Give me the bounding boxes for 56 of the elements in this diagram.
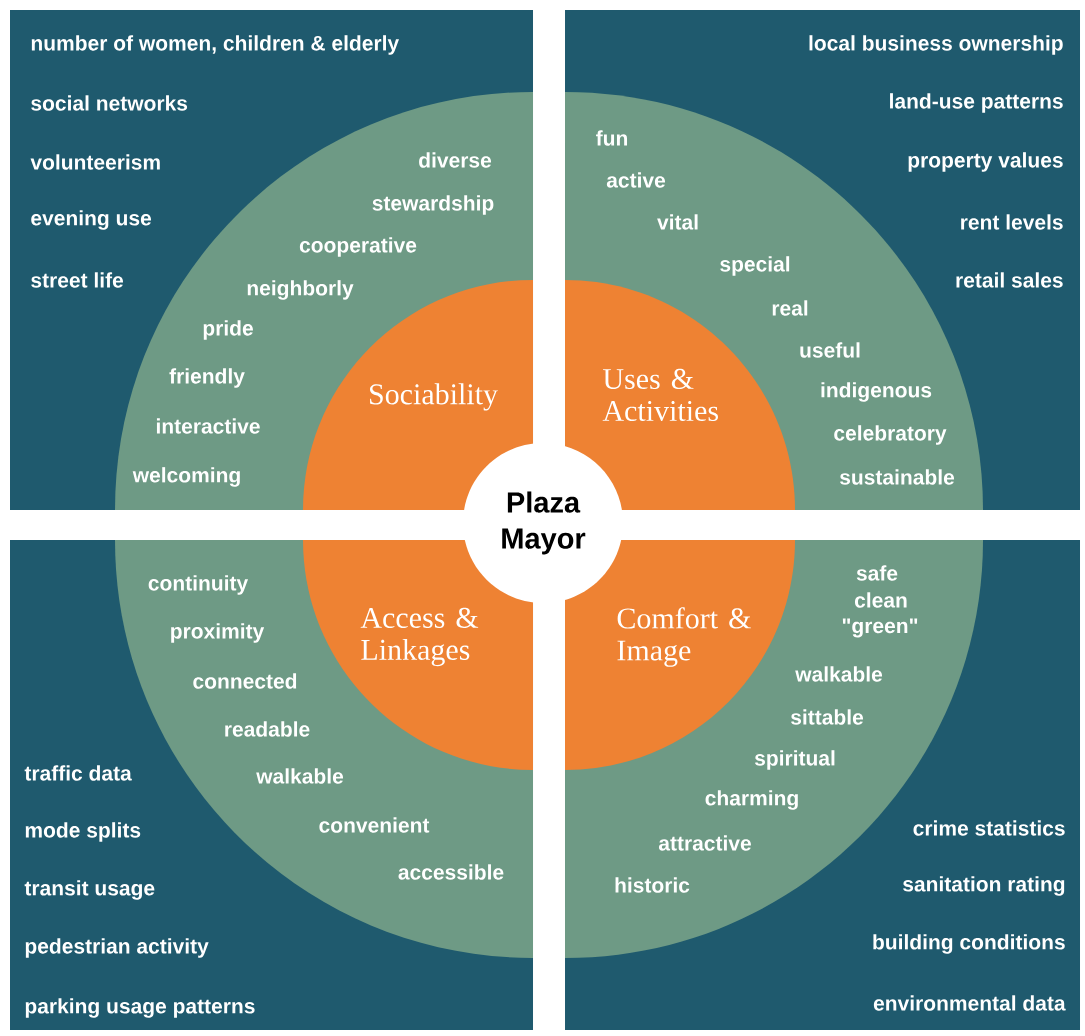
attribute-word: proximity — [171, 623, 265, 643]
attribute-word: convenient — [319, 817, 430, 833]
attribute-word: useful — [800, 342, 860, 358]
measure-text: evening use — [31, 210, 152, 230]
attribute-word: friendly — [169, 368, 245, 388]
attribute-word: special — [720, 256, 790, 276]
measure-text: parking usage patterns — [25, 998, 255, 1018]
attribute-word: real — [772, 300, 808, 316]
attribute-word: cooperative — [299, 237, 417, 257]
attribute-word: indigenous — [821, 382, 932, 402]
attribute-word: continuity — [148, 575, 249, 595]
measure-text: property values — [908, 152, 1063, 172]
measure-text: crime statistics — [913, 820, 1065, 836]
attribute-word: interactive — [156, 418, 260, 434]
attribute-word: connected — [193, 673, 297, 689]
measure-text: social networks — [31, 95, 188, 111]
attribute-word: attractive — [658, 835, 751, 851]
attribute-word: historic — [615, 877, 690, 893]
attribute-word: celebratory — [834, 425, 947, 445]
attribute-word: accessible — [398, 864, 504, 880]
category-label: Comfort & Image — [617, 607, 751, 667]
measure-text: environmental data — [873, 995, 1066, 1011]
attribute-word: diverse — [419, 152, 492, 168]
measure-text: retail sales — [956, 272, 1063, 288]
attribute-word: clean — [855, 592, 907, 608]
attribute-word: walkable — [256, 768, 344, 784]
measure-text: building conditions — [873, 934, 1065, 954]
measure-text: rent levels — [961, 214, 1063, 230]
measure-text: traffic data — [24, 765, 132, 781]
attribute-word: readable — [225, 721, 310, 737]
category-label: Access & Linkages — [360, 607, 479, 667]
attribute-word: sittable — [791, 709, 864, 725]
measure-text: street life — [31, 272, 123, 288]
attribute-word: active — [606, 172, 666, 188]
measure-text: local business ownership — [809, 35, 1063, 55]
measure-text: mode splits — [25, 822, 141, 842]
attribute-word: vital — [657, 214, 698, 230]
attribute-word: walkable — [795, 666, 883, 682]
attribute-word: fun — [596, 130, 627, 146]
attribute-word: neighborly — [247, 280, 354, 300]
attribute-word: "green" — [842, 618, 918, 638]
measure-text: transit usage — [24, 880, 155, 900]
category-label: Uses & Activities — [602, 368, 718, 422]
measure-text: pedestrian activity — [25, 938, 209, 958]
category-label: Sociability — [370, 383, 498, 411]
attribute-word: pride — [203, 320, 253, 340]
measure-text: number of women, children & elderly — [31, 35, 399, 55]
attribute-word: safe — [856, 565, 898, 581]
attribute-word: stewardship — [372, 195, 494, 215]
attribute-word: sustainable — [840, 469, 955, 485]
attribute-word: spiritual — [754, 750, 835, 770]
measure-text: land-use patterns — [890, 93, 1063, 113]
attribute-word: charming — [705, 790, 798, 810]
measure-text: sanitation rating — [903, 876, 1065, 896]
measure-text: volunteerism — [30, 154, 160, 170]
attribute-word: welcoming — [132, 467, 240, 487]
